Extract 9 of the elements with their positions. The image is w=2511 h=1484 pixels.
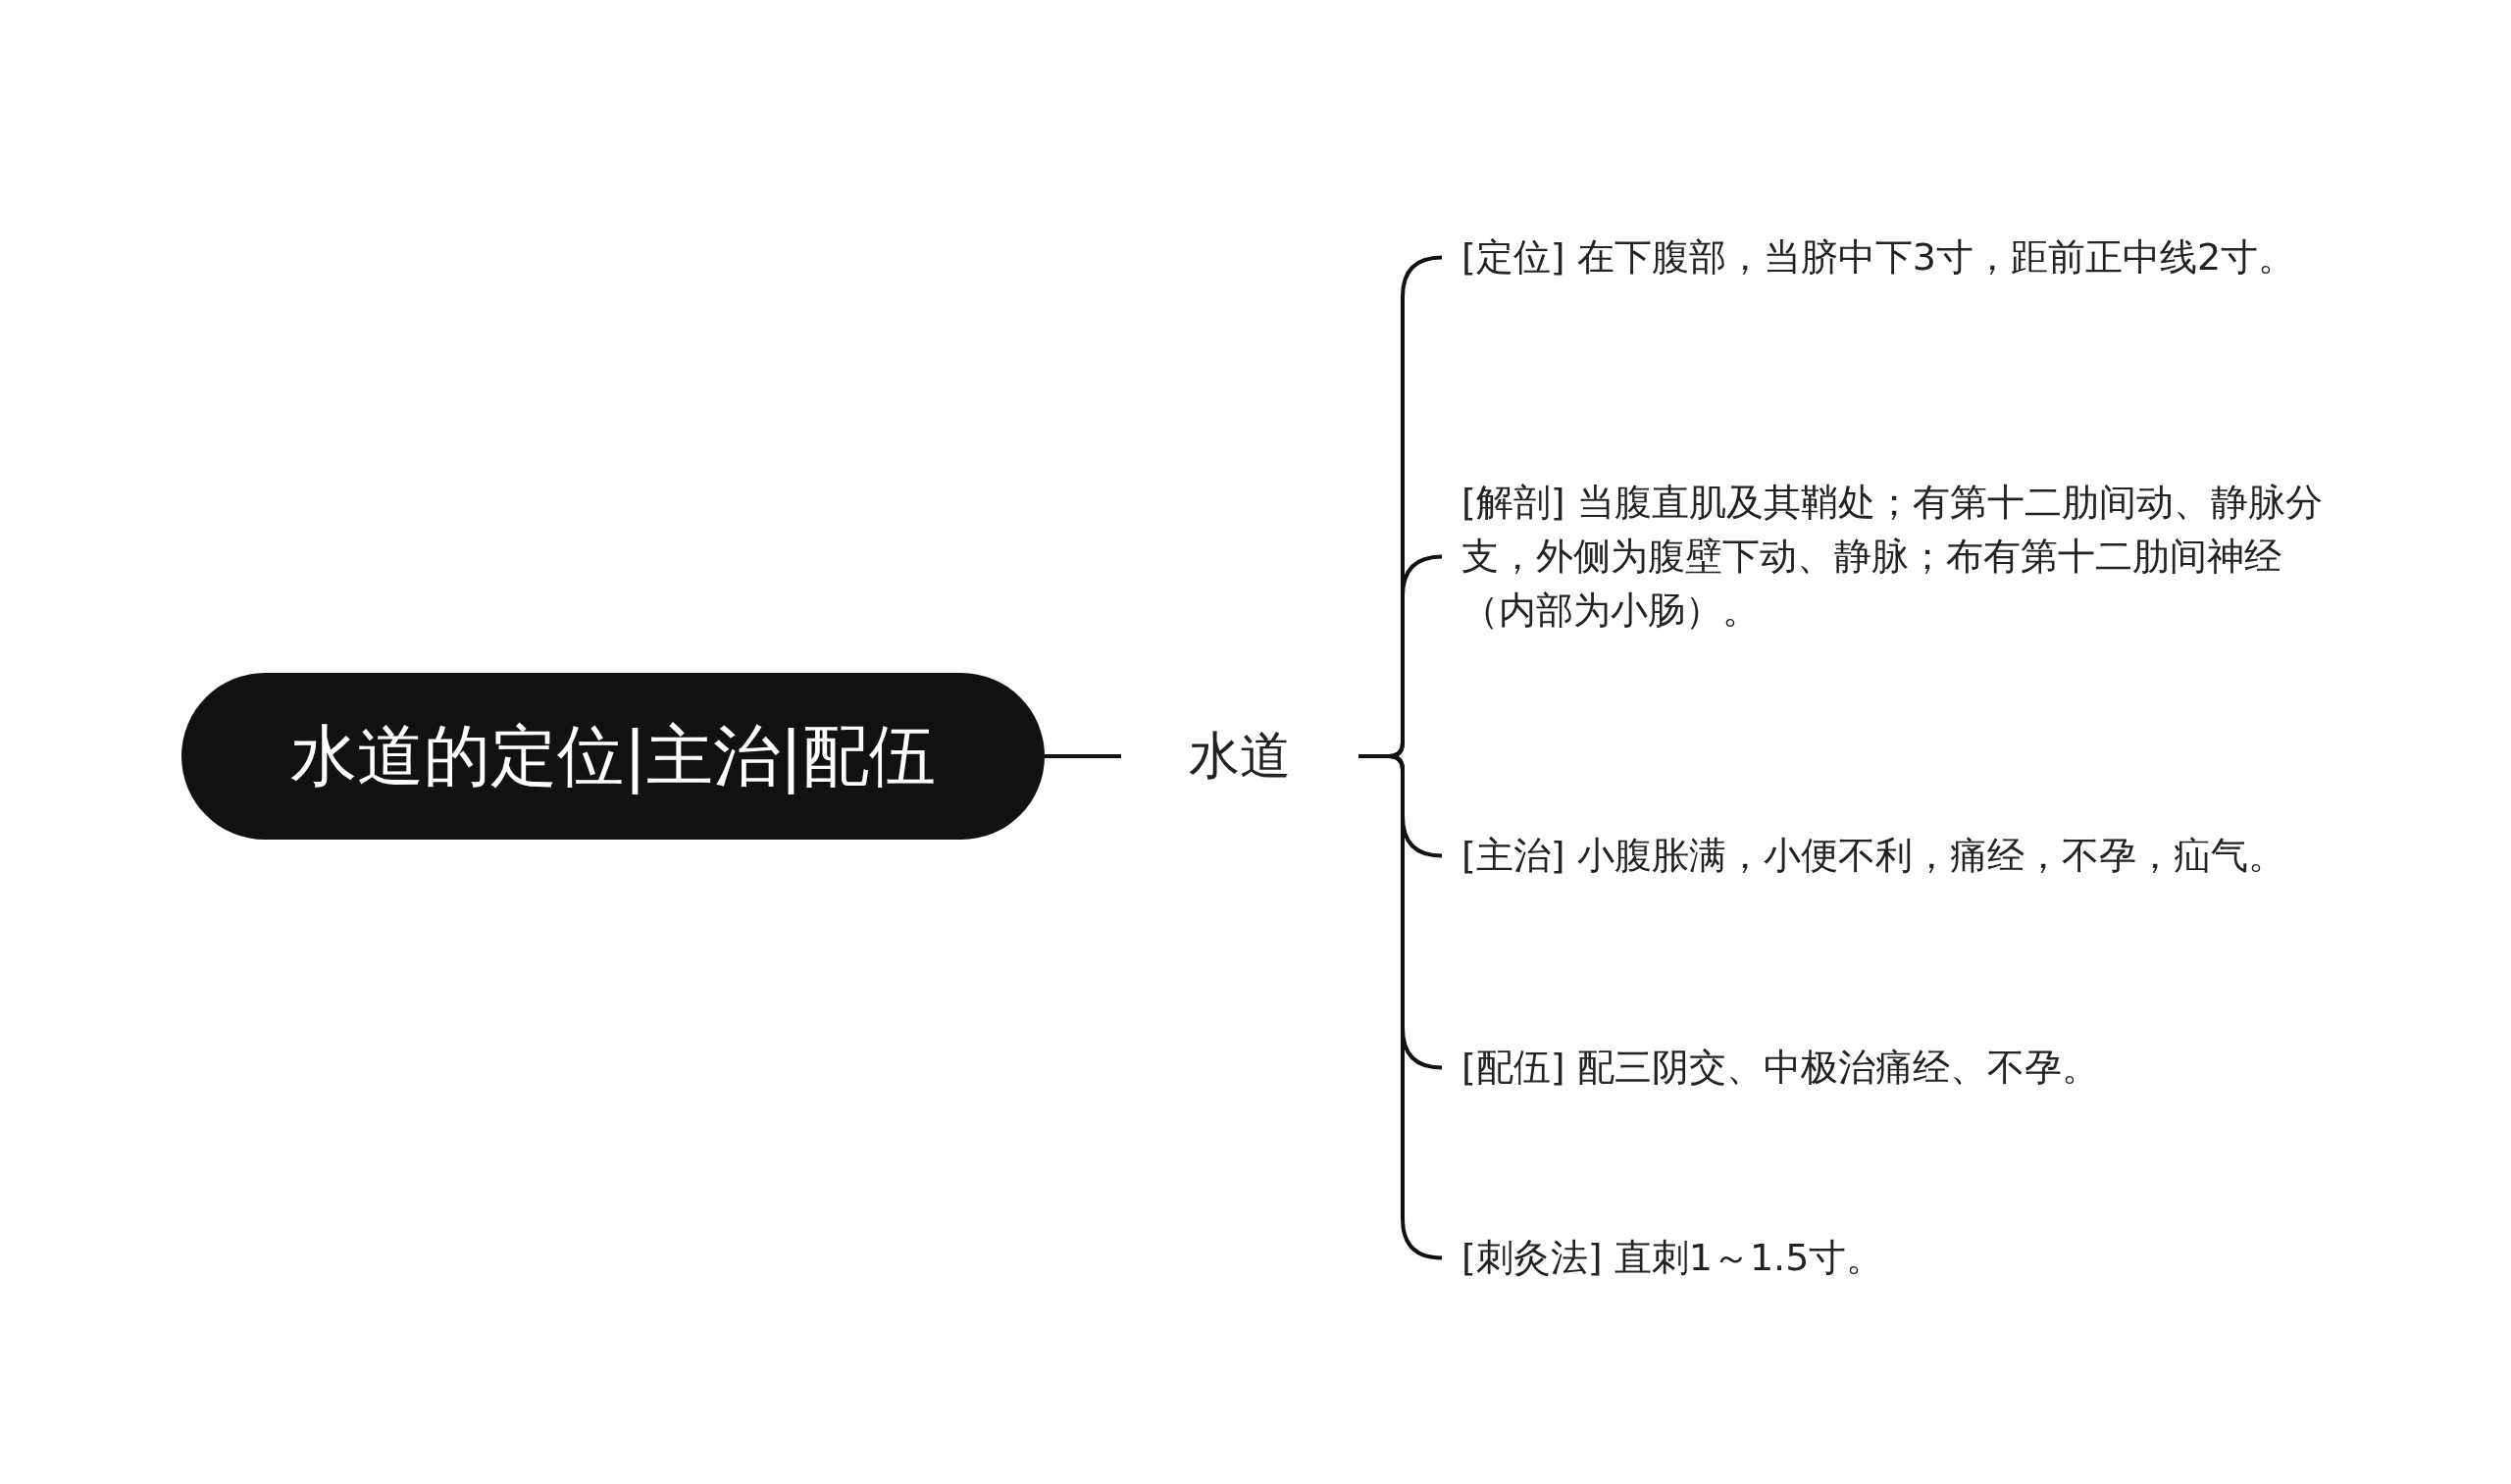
note-text: [解剖] 当腹直肌及其鞘处；有第十二肋间动、静脉分支，外侧为腹壁下动、静脉；布有第十二肋间神经（内部为小肠）。 <box>1442 476 2325 638</box>
note-text: [配伍] 配三阴交、中极治痛经、不孕。 <box>1442 1041 2325 1095</box>
connector-line <box>1045 754 1121 758</box>
note-text: [刺灸法] 直刺1～1.5寸。 <box>1442 1231 2325 1285</box>
subtopic-text: 水道 <box>1121 717 1358 795</box>
connector-line <box>1358 754 1443 1260</box>
note-text: [定位] 在下腹部，当脐中下3寸，距前正中线2寸。 <box>1442 230 2325 284</box>
topic-pill: 水道的定位|主治|配伍 <box>181 673 1045 840</box>
note-text: [主治] 小腹胀满，小便不利，痛经，不孕，疝气。 <box>1442 829 2325 883</box>
